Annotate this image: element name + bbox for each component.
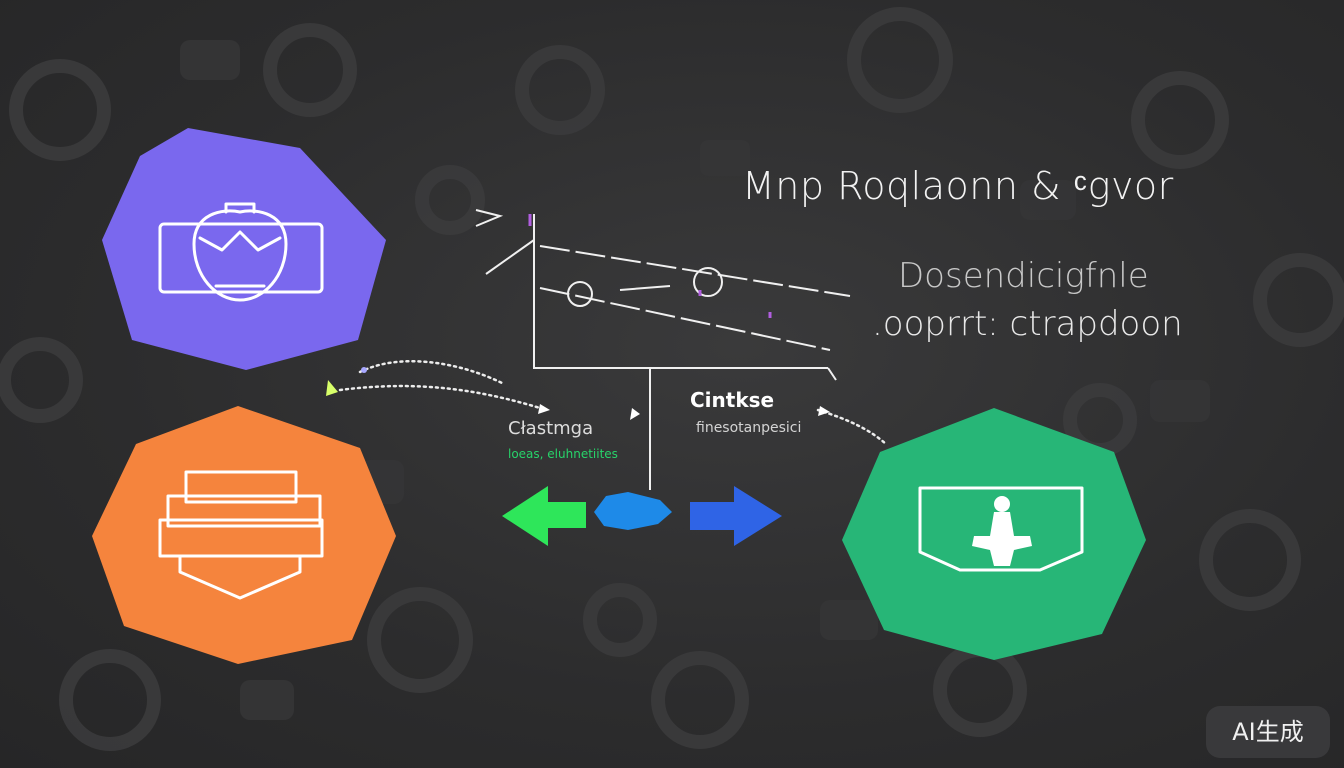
connector-lines: [475, 209, 851, 490]
green-node: [842, 408, 1146, 660]
left-arrow: [502, 486, 586, 546]
right-label-title: Cintkse: [690, 388, 775, 412]
ai-generated-badge: AI生成: [1206, 706, 1330, 758]
dotted-paths: [338, 359, 888, 446]
diagram-title: Mnp Roqlaonn & ᶜgvor: [742, 164, 1174, 208]
accent-ticks: [528, 214, 772, 318]
face-in-frame-icon: [158, 202, 324, 302]
right-label-subtitle: finesotanpesici: [696, 420, 802, 436]
center-arrow-shape: [594, 492, 672, 530]
left-label-title: Cłastmga: [508, 418, 594, 439]
orange-node: [92, 406, 396, 664]
diagram-subtitle-line1: Dosendicigfnle: [898, 256, 1149, 296]
badge-figure-icon: [918, 486, 1084, 572]
stacked-shield-icon: [158, 470, 324, 600]
purple-node: [102, 128, 386, 370]
right-arrow: [690, 486, 782, 546]
diagram-subtitle-line2: .ooprrt: ctrapdoon: [872, 304, 1183, 344]
dotted-path-endpoints: [326, 367, 830, 420]
left-label-subtitle: loeas, eluhnetiites: [508, 447, 618, 461]
